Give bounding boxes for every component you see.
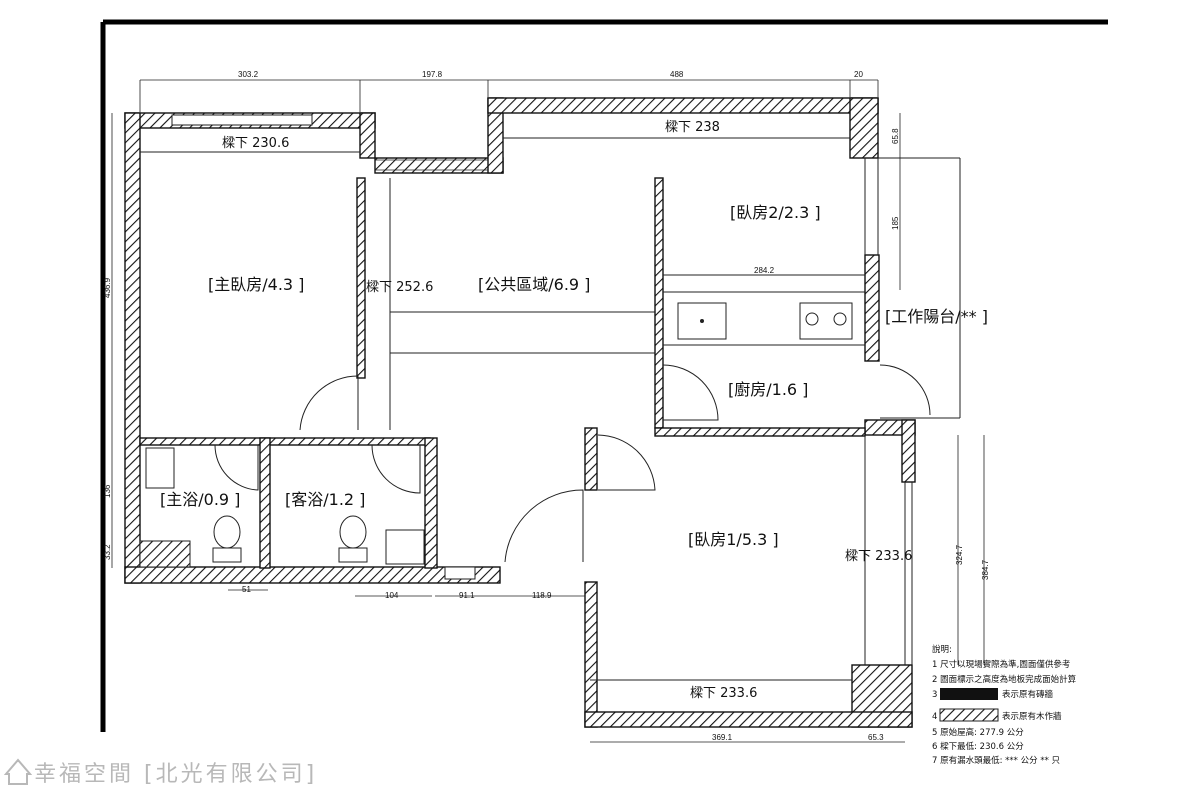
- legend-wood-wall-swatch: [939, 708, 999, 722]
- dim-bottom-369: 369.1: [712, 733, 733, 742]
- dim-right-324: 324.7: [955, 544, 964, 565]
- basin-icon: [385, 529, 425, 565]
- dim-bottom-118: 118.9: [532, 591, 552, 600]
- dim-bottom-51: 51: [242, 585, 251, 594]
- toilet-icon: [339, 515, 367, 549]
- room-label-bedroom2: [臥房2/2.3 ]: [730, 203, 821, 222]
- ceiling-height-top: 樑下 238: [665, 120, 720, 135]
- dim-left-mid: 136: [103, 484, 112, 498]
- notes-line-5: 5 原始屋高: 277.9 公分: [932, 727, 1024, 738]
- doors: [214, 364, 931, 563]
- ceiling-height-middle: 樑下 252.6: [366, 280, 433, 295]
- room-label-public-area: [公共區域/6.9 ]: [478, 275, 590, 294]
- notes-title: 說明:: [932, 644, 952, 655]
- dim-top-left: 303.2: [238, 70, 259, 79]
- room-label-master-bedroom: [主臥房/4.3 ]: [208, 275, 304, 294]
- dim-right-mid: 185: [891, 216, 900, 230]
- house-logo-icon: [3, 758, 33, 785]
- room-label-guest-bath: [客浴/1.2 ]: [285, 490, 365, 509]
- dim-top-mid: 197.8: [422, 70, 443, 79]
- room-label-work-balcony: [工作陽台/** ]: [885, 307, 988, 326]
- dim-left-bottom: 33.2: [103, 544, 112, 560]
- notes-line-7: 7 原有漏水頭最低: *** 公分 ** 只: [932, 755, 1061, 766]
- room-label-bedroom1: [臥房1/5.3 ]: [688, 530, 779, 549]
- room-label-kitchen: [廚房/1.6 ]: [728, 380, 808, 399]
- notes-line-3-num: 3: [932, 690, 937, 700]
- watermark-text: 幸福空間 [北光有限公司]: [34, 762, 317, 787]
- ceiling-height-bedroom1-bottom: 樑下 233.6: [690, 686, 757, 701]
- ceiling-height-master: 樑下 230.6: [222, 136, 289, 151]
- page-frame: [100, 19, 1108, 732]
- notes-line-6: 6 樑下最低: 230.6 公分: [932, 741, 1024, 752]
- stove-icon: [799, 302, 853, 340]
- legend-brick-wall-swatch: [940, 688, 998, 700]
- notes-line-1: 1 尺寸以現場實際為準,圖面僅供參考: [932, 659, 1070, 670]
- dim-bottom-65: 65.3: [868, 733, 884, 742]
- dim-bottom-104: 104: [385, 591, 399, 600]
- notes-line-4-text: 表示原有木作牆: [1002, 711, 1062, 722]
- ceiling-height-bedroom1-right: 樑下 233.6: [845, 549, 912, 564]
- dim-left-tall: 436.9: [103, 277, 112, 298]
- notes-line-3-text: 表示原有磚牆: [1002, 689, 1054, 700]
- toilet-icon: [213, 515, 241, 549]
- notes-legend: 說明: 1 尺寸以現場實際為準,圖面僅供參考 2 圖面標示之高度為地板完成面始計…: [932, 644, 1077, 766]
- notes-line-4-num: 4: [932, 712, 937, 722]
- watermark: 幸福空間 [北光有限公司]: [3, 758, 317, 787]
- vanity-icon: [145, 447, 175, 489]
- walls: [124, 97, 916, 728]
- dim-bottom-91: 91.1: [459, 591, 475, 600]
- dimension-lines: [111, 79, 985, 743]
- dim-top-right: 488: [670, 70, 684, 79]
- room-label-master-bath: [主浴/0.9 ]: [160, 490, 240, 509]
- dim-right-top: 65.8: [891, 128, 900, 144]
- notes-line-2: 2 圖面標示之高度為地板完成面始計算: [932, 674, 1077, 685]
- dim-right-384: 384.7: [981, 559, 990, 580]
- dim-top-end: 20: [854, 70, 863, 79]
- dim-kitchen-width: 284.2: [754, 266, 775, 275]
- window-lines: [140, 114, 961, 681]
- fixtures: [139, 302, 853, 580]
